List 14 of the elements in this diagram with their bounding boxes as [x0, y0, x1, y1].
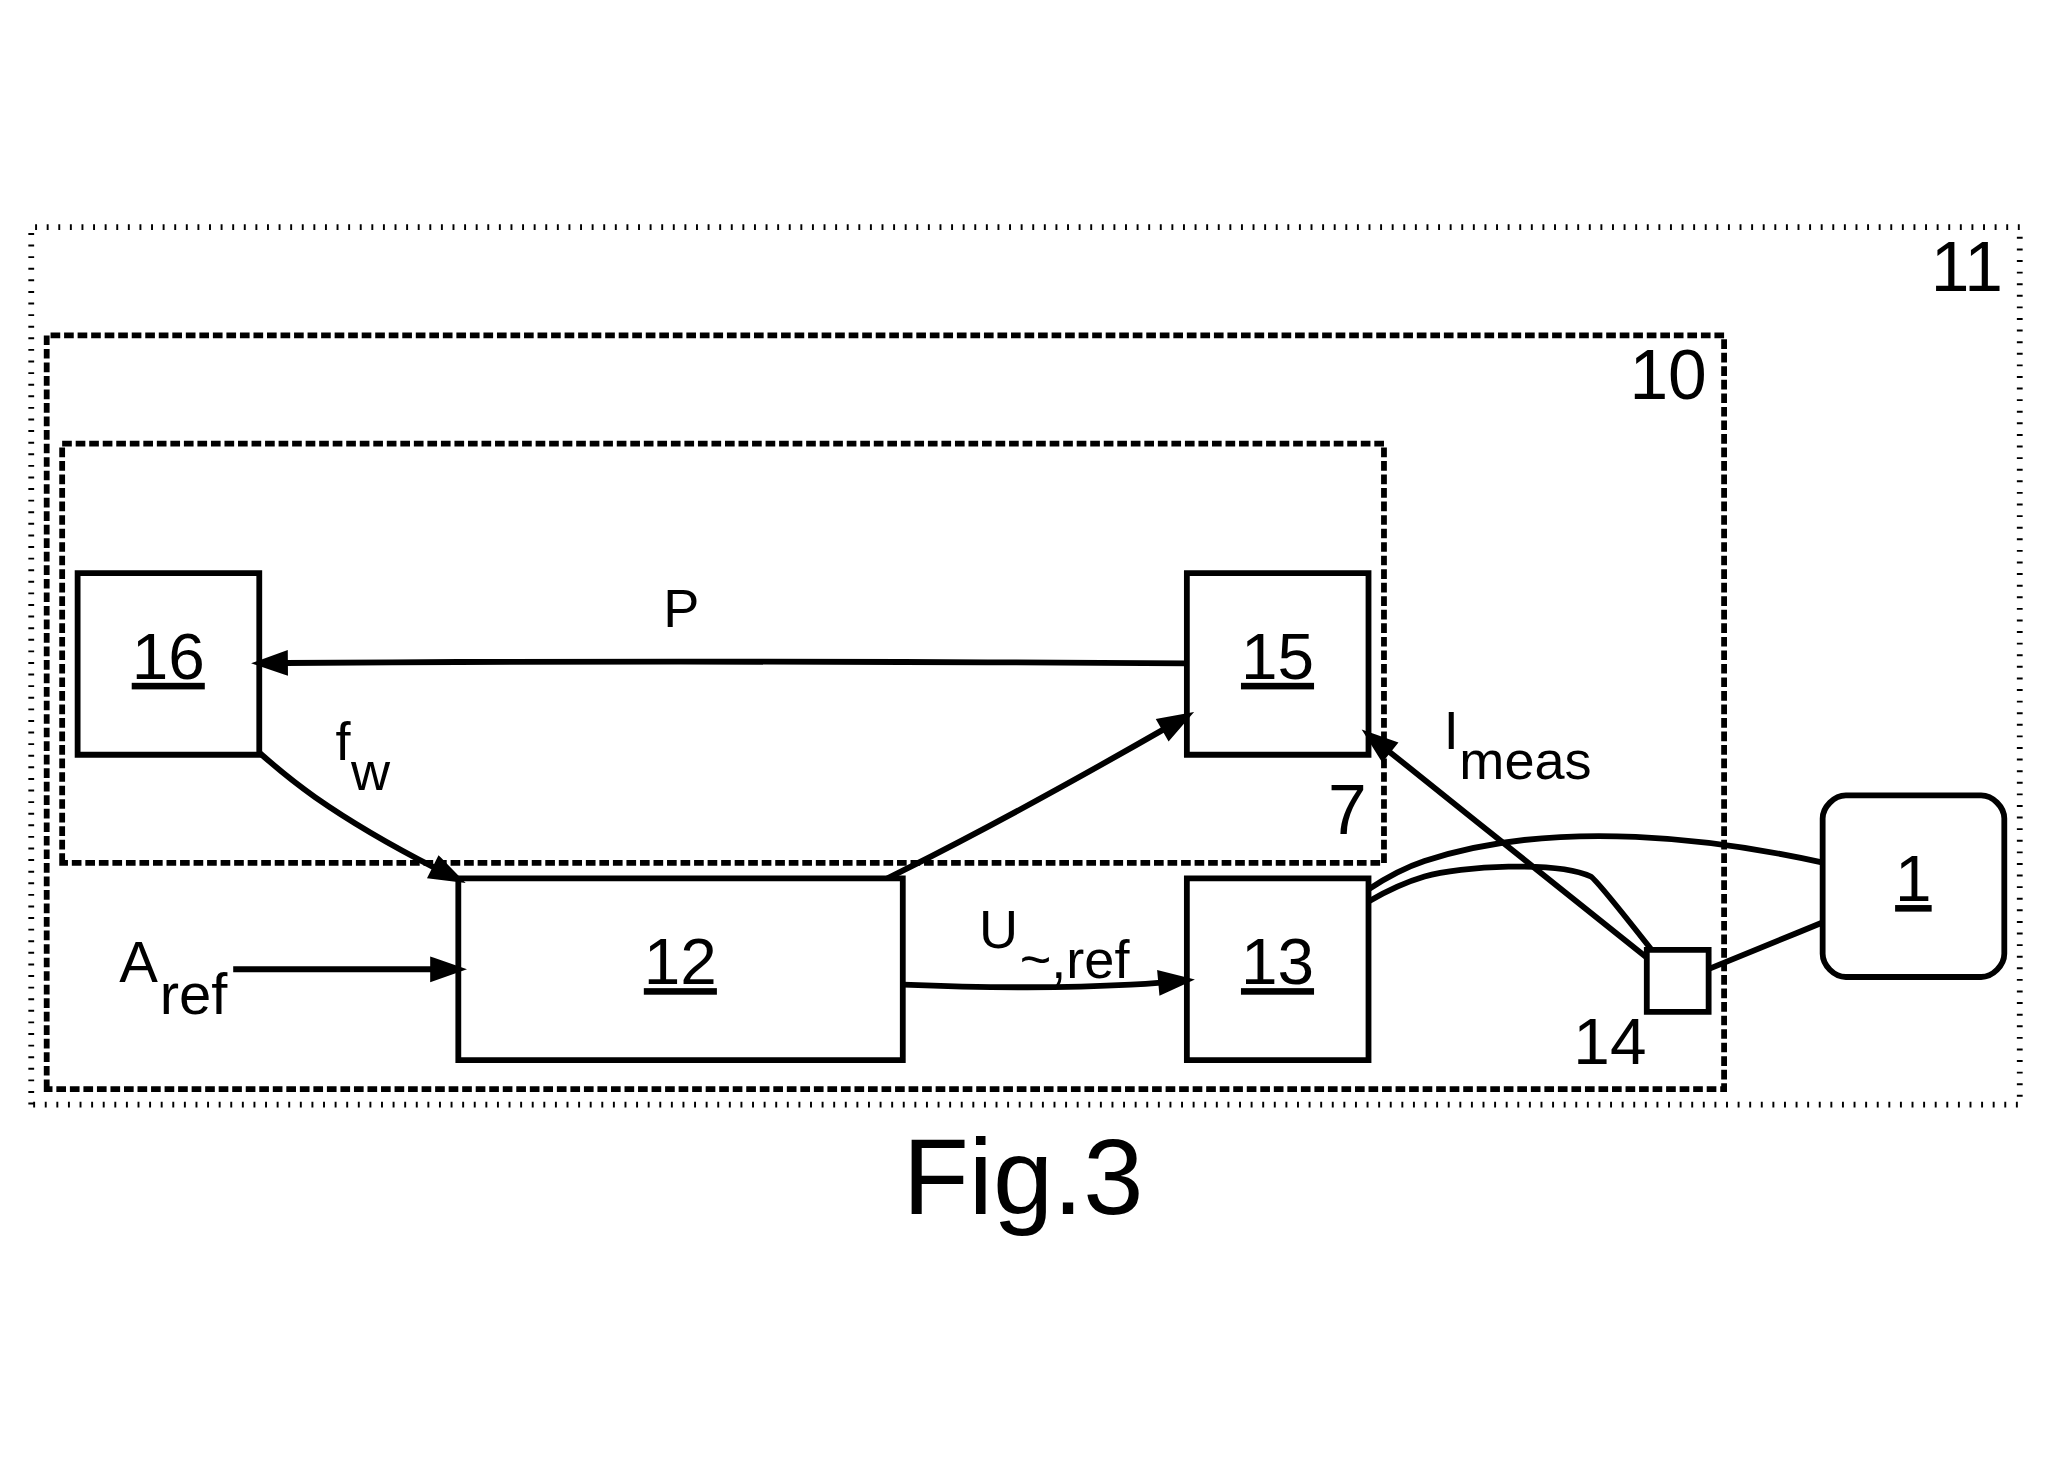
caption: Fig.3 [902, 1115, 1144, 1237]
node-box: 12 [455, 875, 906, 1063]
node-label: 14 [1573, 1004, 1647, 1078]
node-box [1643, 946, 1712, 1015]
arrow [258, 750, 466, 883]
arrow [903, 969, 1195, 996]
node-box: 1 [1819, 791, 2008, 980]
arrow [233, 955, 467, 982]
connector [1367, 832, 1823, 892]
arrow [251, 649, 1187, 676]
edge-label: P [663, 577, 700, 638]
node-box: 13 [1183, 875, 1372, 1063]
node-box: 16 [74, 569, 263, 758]
node-box: 15 [1183, 569, 1372, 758]
